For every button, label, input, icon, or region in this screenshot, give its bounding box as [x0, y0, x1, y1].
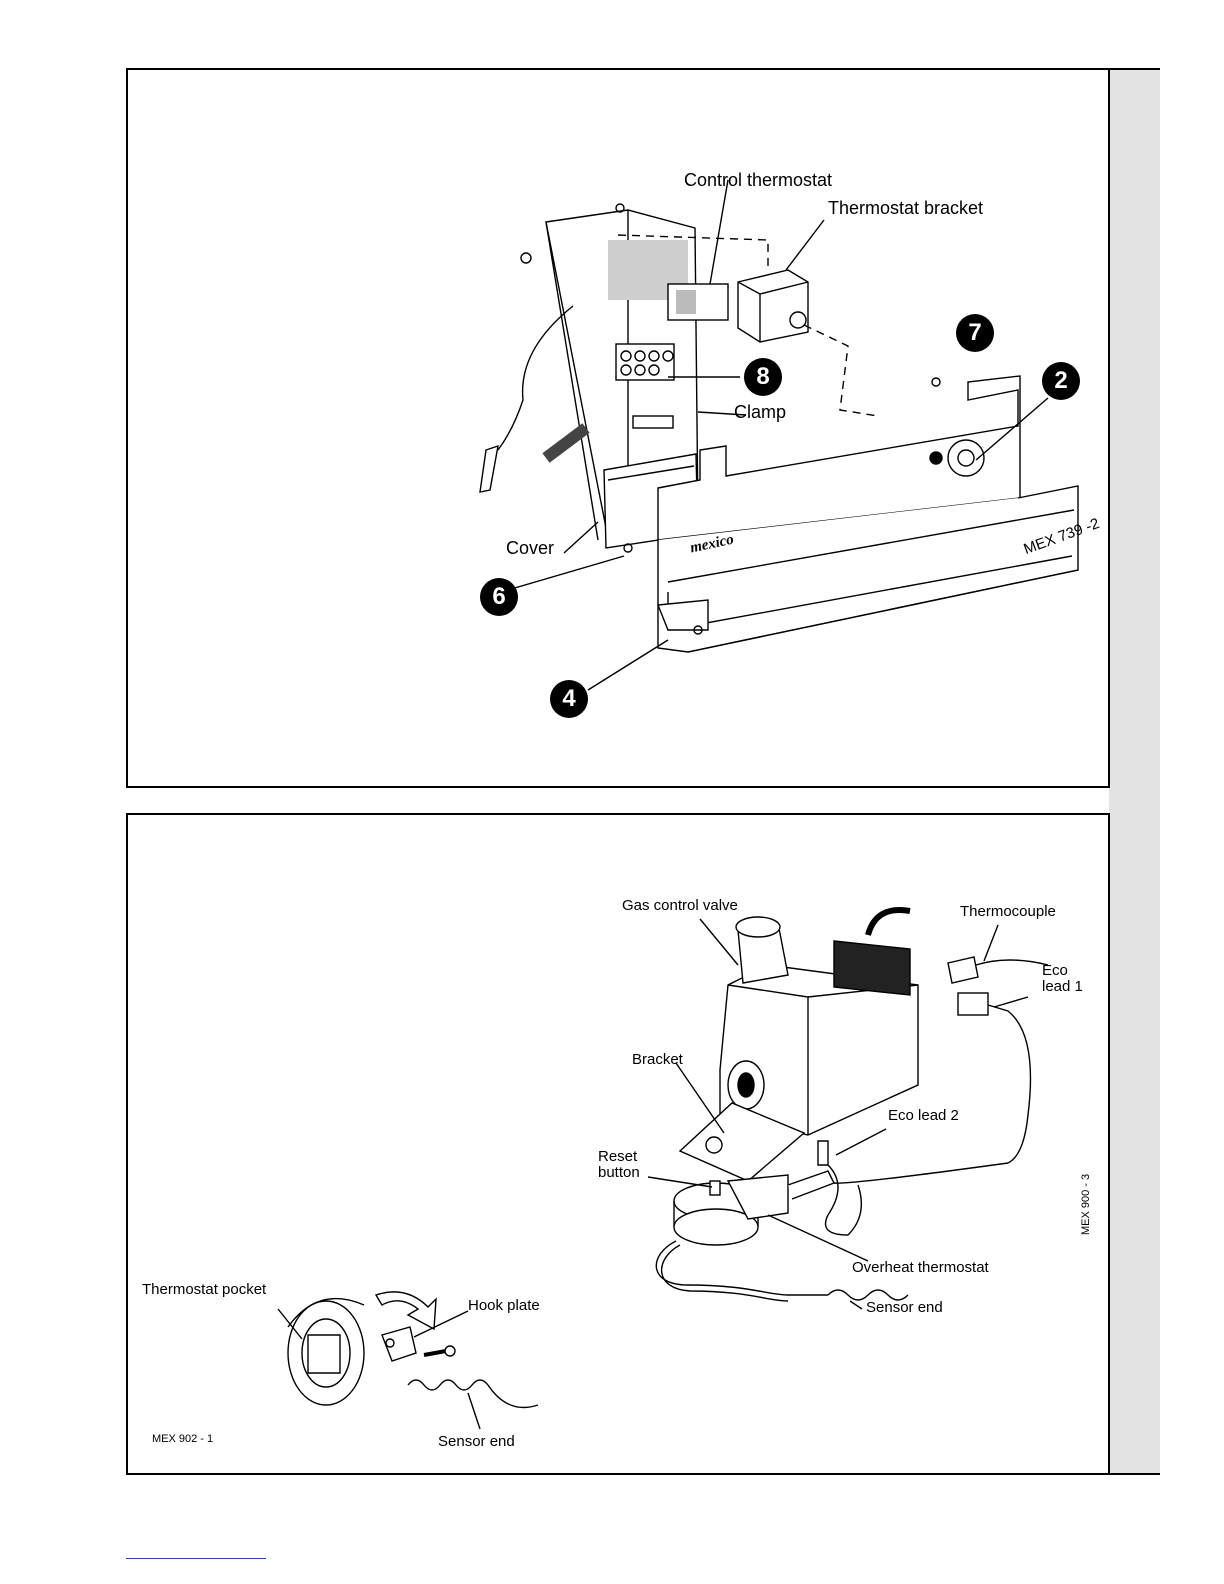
- footer-rule: [126, 1558, 266, 1559]
- callout-7: 7: [956, 314, 994, 352]
- label-reset-button: Reset button: [598, 1149, 640, 1181]
- label-hook-plate: Hook plate: [468, 1297, 540, 1314]
- label-control-thermostat: Control thermostat: [684, 170, 832, 191]
- control-box-illustration: [128, 70, 1112, 790]
- label-sensor-end: Sensor end: [866, 1299, 943, 1316]
- callout-4: 4: [550, 680, 588, 718]
- label-gas-control-valve: Gas control valve: [622, 897, 738, 914]
- label-eco-lead-1: Eco lead 1: [1042, 963, 1083, 995]
- callout-6: 6: [480, 578, 518, 616]
- label-thermostat-pocket: Thermostat pocket: [142, 1281, 266, 1298]
- figure-panel-bottom: Gas control valve Thermocouple Eco lead …: [126, 813, 1110, 1475]
- callout-2: 2: [1042, 362, 1080, 400]
- side-strip: [1109, 68, 1160, 1475]
- callout-8: 8: [744, 358, 782, 396]
- label-overheat-thermostat: Overheat thermostat: [852, 1259, 989, 1276]
- label-thermocouple: Thermocouple: [960, 903, 1056, 920]
- label-thermostat-bracket: Thermostat bracket: [828, 198, 983, 219]
- label-cover: Cover: [506, 538, 554, 559]
- label-bracket: Bracket: [632, 1051, 683, 1068]
- label-clamp: Clamp: [734, 402, 786, 423]
- figure-reference-inset: MEX 902 - 1: [152, 1433, 213, 1445]
- figure-panel-top: Control thermostat Thermostat bracket Cl…: [126, 68, 1110, 788]
- label-eco-lead-2: Eco lead 2: [888, 1107, 959, 1124]
- label-inset-sensor-end: Sensor end: [438, 1433, 515, 1450]
- figure-reference-bottom: MEX 900 - 3: [1080, 1174, 1092, 1235]
